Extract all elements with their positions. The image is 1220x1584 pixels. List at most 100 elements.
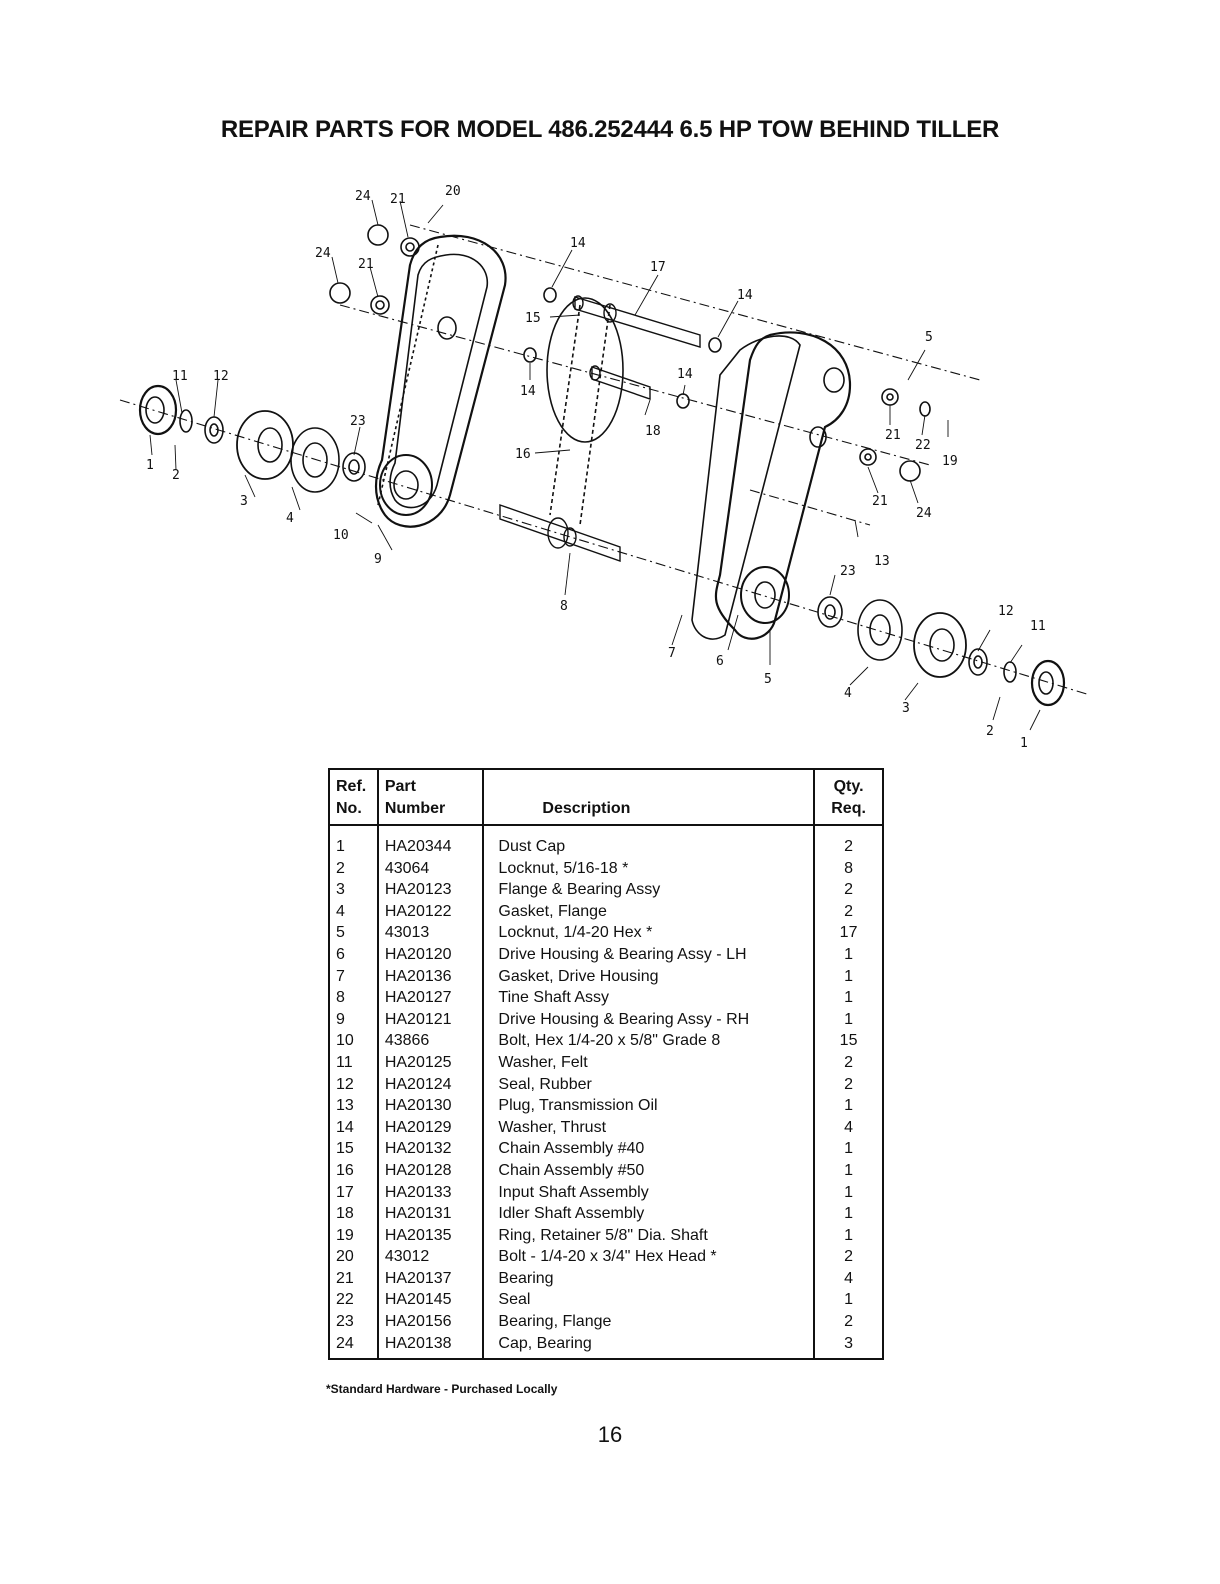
- cell-description: Chain Assembly #50: [483, 1159, 816, 1182]
- cell-part-number: HA20344: [377, 825, 485, 858]
- cell-ref: 24: [329, 1332, 379, 1360]
- callout: 12: [998, 604, 1014, 619]
- callout: 1: [1020, 736, 1028, 751]
- cell-part-number: 43866: [377, 1030, 485, 1052]
- cell-part-number: HA20136: [377, 965, 485, 988]
- cell-part-number: HA20129: [377, 1116, 485, 1139]
- cell-qty: 2: [844, 1313, 854, 1331]
- header-ref-line2: No.: [336, 800, 362, 817]
- callout: 4: [844, 686, 852, 701]
- callout: 14: [520, 384, 536, 399]
- cell-ref: 5: [329, 922, 379, 944]
- callout: 5: [764, 672, 772, 687]
- cell-ref: 9: [329, 1008, 379, 1031]
- page-number: 16: [597, 1422, 623, 1447]
- callout: 7: [668, 646, 676, 661]
- parts-table: Ref. No. Part Number Description Qty. Re…: [328, 768, 884, 1361]
- callout: 9: [374, 552, 382, 567]
- callout: 3: [902, 701, 910, 716]
- callout: 21: [885, 428, 901, 443]
- footnote: *Standard Hardware - Purchased Locally: [326, 1382, 558, 1396]
- cell-ref: 11: [329, 1051, 379, 1074]
- cell-qty: 1: [844, 1226, 854, 1244]
- callout: 4: [286, 511, 294, 526]
- cell-qty: 2: [844, 902, 854, 920]
- cell-part-number: HA20127: [377, 987, 485, 1009]
- cell-ref: 13: [329, 1095, 379, 1117]
- left-hardware-stack: [138, 384, 366, 493]
- cell-qty: 4: [844, 1118, 854, 1136]
- cell-qty: 2: [844, 1053, 854, 1071]
- callout: 18: [645, 424, 661, 439]
- cell-description: Input Shaft Assembly: [483, 1181, 816, 1204]
- cell-qty: 17: [839, 924, 858, 942]
- right-hardware-stack: [817, 596, 1066, 707]
- callout: 2: [172, 468, 180, 483]
- cell-ref: 6: [329, 943, 379, 966]
- cell-qty: 8: [844, 859, 854, 877]
- cell-part-number: HA20138: [377, 1332, 485, 1360]
- cell-qty: 1: [844, 1161, 854, 1179]
- cell-qty: 1: [844, 1140, 854, 1158]
- cell-ref: 18: [329, 1203, 379, 1225]
- cell-description: Washer, Felt: [483, 1051, 816, 1074]
- cell-qty: 1: [844, 1205, 854, 1223]
- cell-qty: 4: [844, 1269, 854, 1287]
- cell-qty: 15: [839, 1032, 858, 1050]
- cell-description: Locknut, 1/4-20 Hex *: [483, 922, 816, 944]
- callout: 24: [355, 189, 371, 204]
- cell-description: Gasket, Flange: [483, 900, 816, 923]
- cell-part-number: HA20130: [377, 1095, 485, 1117]
- callout: 3: [240, 494, 248, 509]
- cell-description: Drive Housing & Bearing Assy - RH: [483, 1008, 816, 1031]
- header-ref-line1: Ref.: [336, 778, 367, 795]
- cell-qty: 2: [844, 838, 854, 855]
- cell-description: Gasket, Drive Housing: [483, 965, 816, 988]
- cell-ref: 14: [329, 1116, 379, 1139]
- drive-housing-rh: [374, 234, 507, 528]
- cell-ref: 23: [329, 1311, 379, 1333]
- callout: 24: [315, 246, 331, 261]
- cell-ref: 8: [329, 987, 379, 1009]
- header-qty-line1: Qty.: [833, 778, 864, 795]
- cell-description: Flange & Bearing Assy: [483, 879, 816, 901]
- cell-description: Bearing, Flange: [483, 1311, 816, 1333]
- cell-part-number: 43012: [377, 1246, 485, 1268]
- cell-part-number: HA20156: [377, 1311, 485, 1333]
- callout: 21: [390, 192, 406, 207]
- header-description-text: Description: [542, 800, 631, 817]
- callout: 20: [445, 184, 461, 199]
- cell-description: Bolt - 1/4-20 x 3/4" Hex Head *: [483, 1246, 816, 1268]
- cell-description: Bolt, Hex 1/4-20 x 5/8" Grade 8: [483, 1030, 816, 1052]
- callout: 5: [925, 330, 933, 345]
- exploded-parts-diagram: 24 21 20 24 21 14 17 14 15 5 11 12 14 14…: [119, 184, 1091, 751]
- cell-qty: 2: [844, 1248, 854, 1266]
- cell-part-number: HA20137: [377, 1267, 485, 1290]
- cell-part-number: HA20131: [377, 1203, 485, 1225]
- header-part-line2: Number: [384, 800, 446, 817]
- callout: 11: [1030, 619, 1046, 634]
- callout: 11: [172, 369, 188, 384]
- table-header-row: Ref. No. Part Number Description Qty. Re…: [329, 769, 883, 826]
- cell-qty: 1: [844, 1097, 854, 1115]
- cell-ref: 22: [329, 1289, 379, 1312]
- callout: 21: [872, 494, 888, 509]
- page-title: REPAIR PARTS FOR MODEL 486.252444 6.5 HP…: [220, 116, 1000, 143]
- cell-description: Locknut, 5/16-18 *: [483, 857, 816, 880]
- cell-part-number: 43064: [377, 857, 485, 880]
- top-left-bearings: [329, 224, 420, 315]
- cell-ref: 19: [329, 1224, 379, 1247]
- cell-description: Chain Assembly #40: [483, 1138, 816, 1160]
